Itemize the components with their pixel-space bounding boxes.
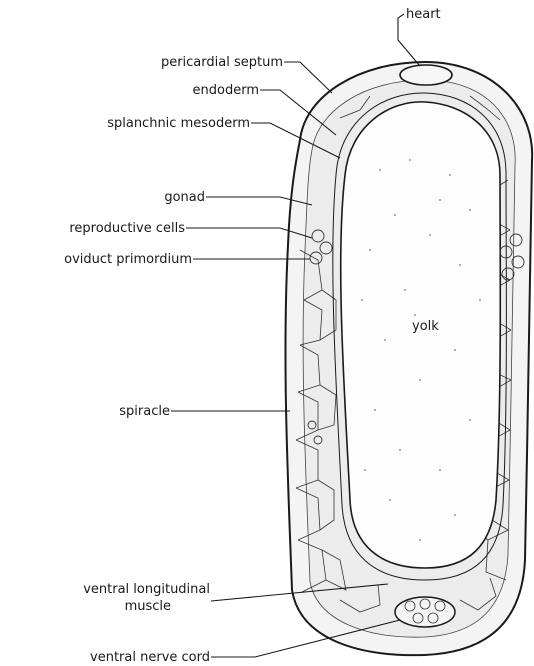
label-ventral-longitudinal-muscle-line2: muscle (125, 599, 171, 614)
ventral-nerve-cord (395, 597, 455, 627)
label-yolk: yolk (412, 319, 439, 334)
label-splanchnic-mesoderm: splanchnic mesoderm (107, 116, 250, 131)
label-oviduct-primordium: oviduct primordium (64, 252, 192, 267)
label-pericardial-septum: pericardial septum (161, 55, 283, 70)
label-endoderm: endoderm (193, 83, 259, 98)
label-gonad: gonad (164, 190, 205, 205)
yolk-region (341, 102, 501, 568)
label-heart: heart (406, 7, 441, 22)
label-ventral-nerve-cord: ventral nerve cord (90, 650, 210, 665)
heart (400, 65, 452, 85)
label-spiracle: spiracle (119, 404, 170, 419)
label-reproductive-cells: reproductive cells (69, 221, 185, 236)
label-ventral-longitudinal-muscle-line1: ventral longitudinal (83, 582, 210, 597)
